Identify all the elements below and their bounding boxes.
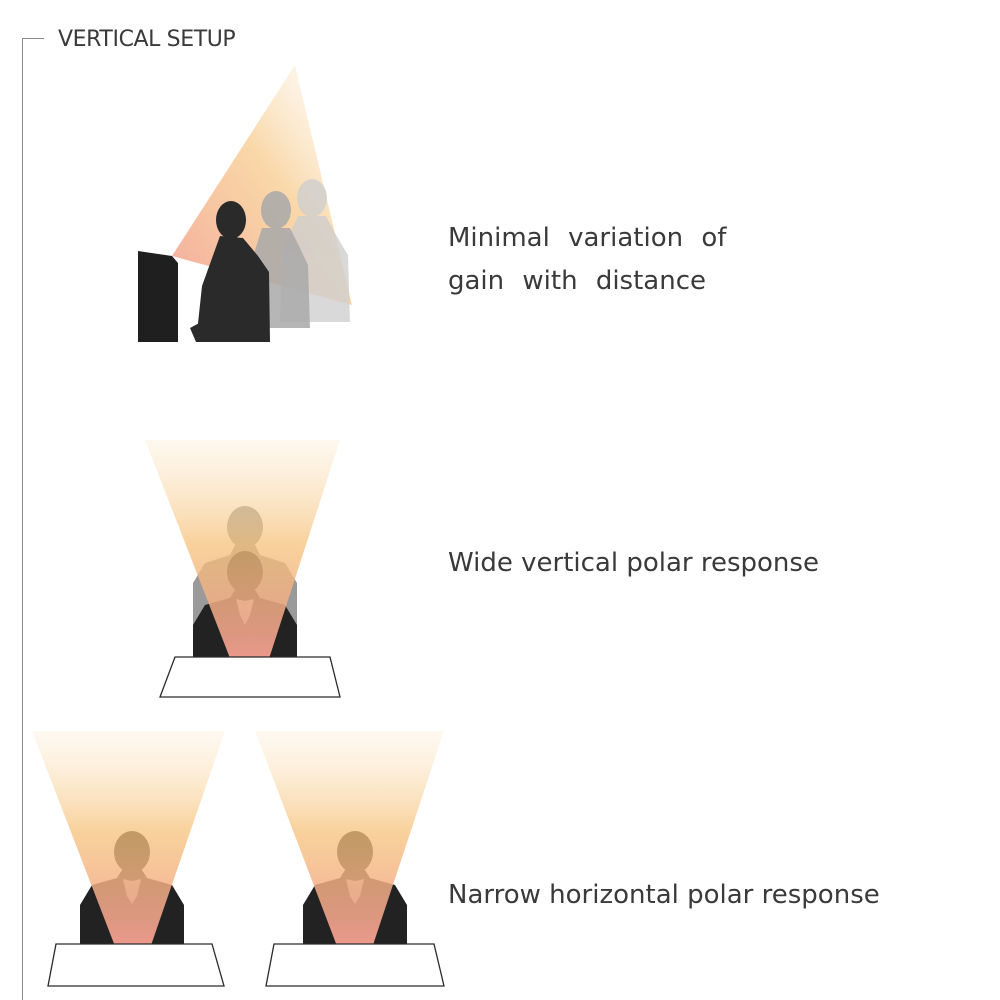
gain-distance-illustration [138, 65, 352, 342]
caption-gain-distance: Minimal variation of gain with distance [448, 223, 727, 296]
caption-wide-vertical: Wide vertical polar response [448, 548, 819, 578]
section-bracket-line [22, 38, 23, 1000]
lectern [138, 251, 178, 342]
narrow-horizontal-illustration [32, 731, 445, 987]
left-desk [47, 943, 225, 987]
wide-vertical-illustration [145, 440, 341, 698]
speaker-near-silhouette [190, 201, 270, 342]
caption-narrow-horizontal: Narrow horizontal polar response [448, 880, 880, 910]
right-beam [255, 731, 444, 954]
desk [159, 656, 341, 698]
left-beam [32, 731, 225, 954]
right-desk [265, 943, 445, 987]
section-bracket-tick [22, 38, 44, 39]
section-title: VERTICAL SETUP [58, 27, 236, 52]
front-beam [145, 440, 340, 671]
